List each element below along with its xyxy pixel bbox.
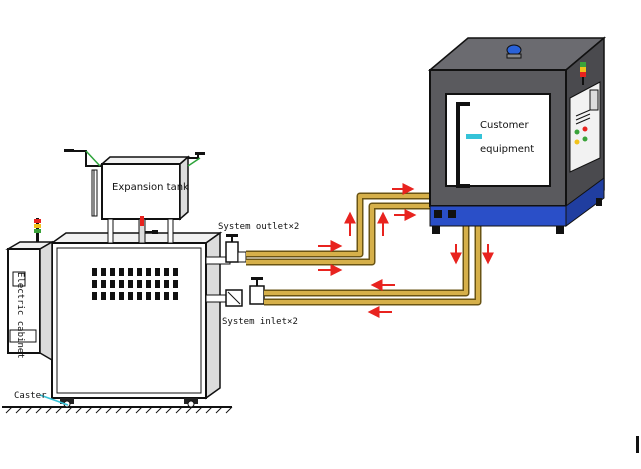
customer-equipment: Customer equipment [427, 36, 607, 234]
inlet-valve: System inlet×2 [205, 277, 298, 327]
floor [2, 406, 233, 414]
expansion-tank: Expansion tank [64, 149, 205, 244]
electric-cabinet-label: Electric cabinet [15, 272, 25, 359]
electric-cabinet: Electric cabinet [5, 218, 55, 362]
outlet-valve: System outlet×2 [205, 222, 299, 265]
flow-arrows [318, 183, 494, 318]
customer-equipment-label-line2: equipment [480, 144, 534, 155]
vent-grille [92, 268, 178, 300]
system-outlet-label: System outlet×2 [218, 222, 299, 232]
caster-callout: Caster [14, 391, 69, 406]
system-inlet-label: System inlet×2 [222, 317, 298, 327]
heater-unit [49, 231, 223, 408]
edge-mark [636, 436, 639, 453]
caster-label: Caster [14, 391, 47, 401]
customer-equipment-label-line1: Customer [480, 120, 529, 131]
pipe-network [246, 192, 482, 306]
expansion-tank-label: Expansion tank [112, 182, 189, 193]
